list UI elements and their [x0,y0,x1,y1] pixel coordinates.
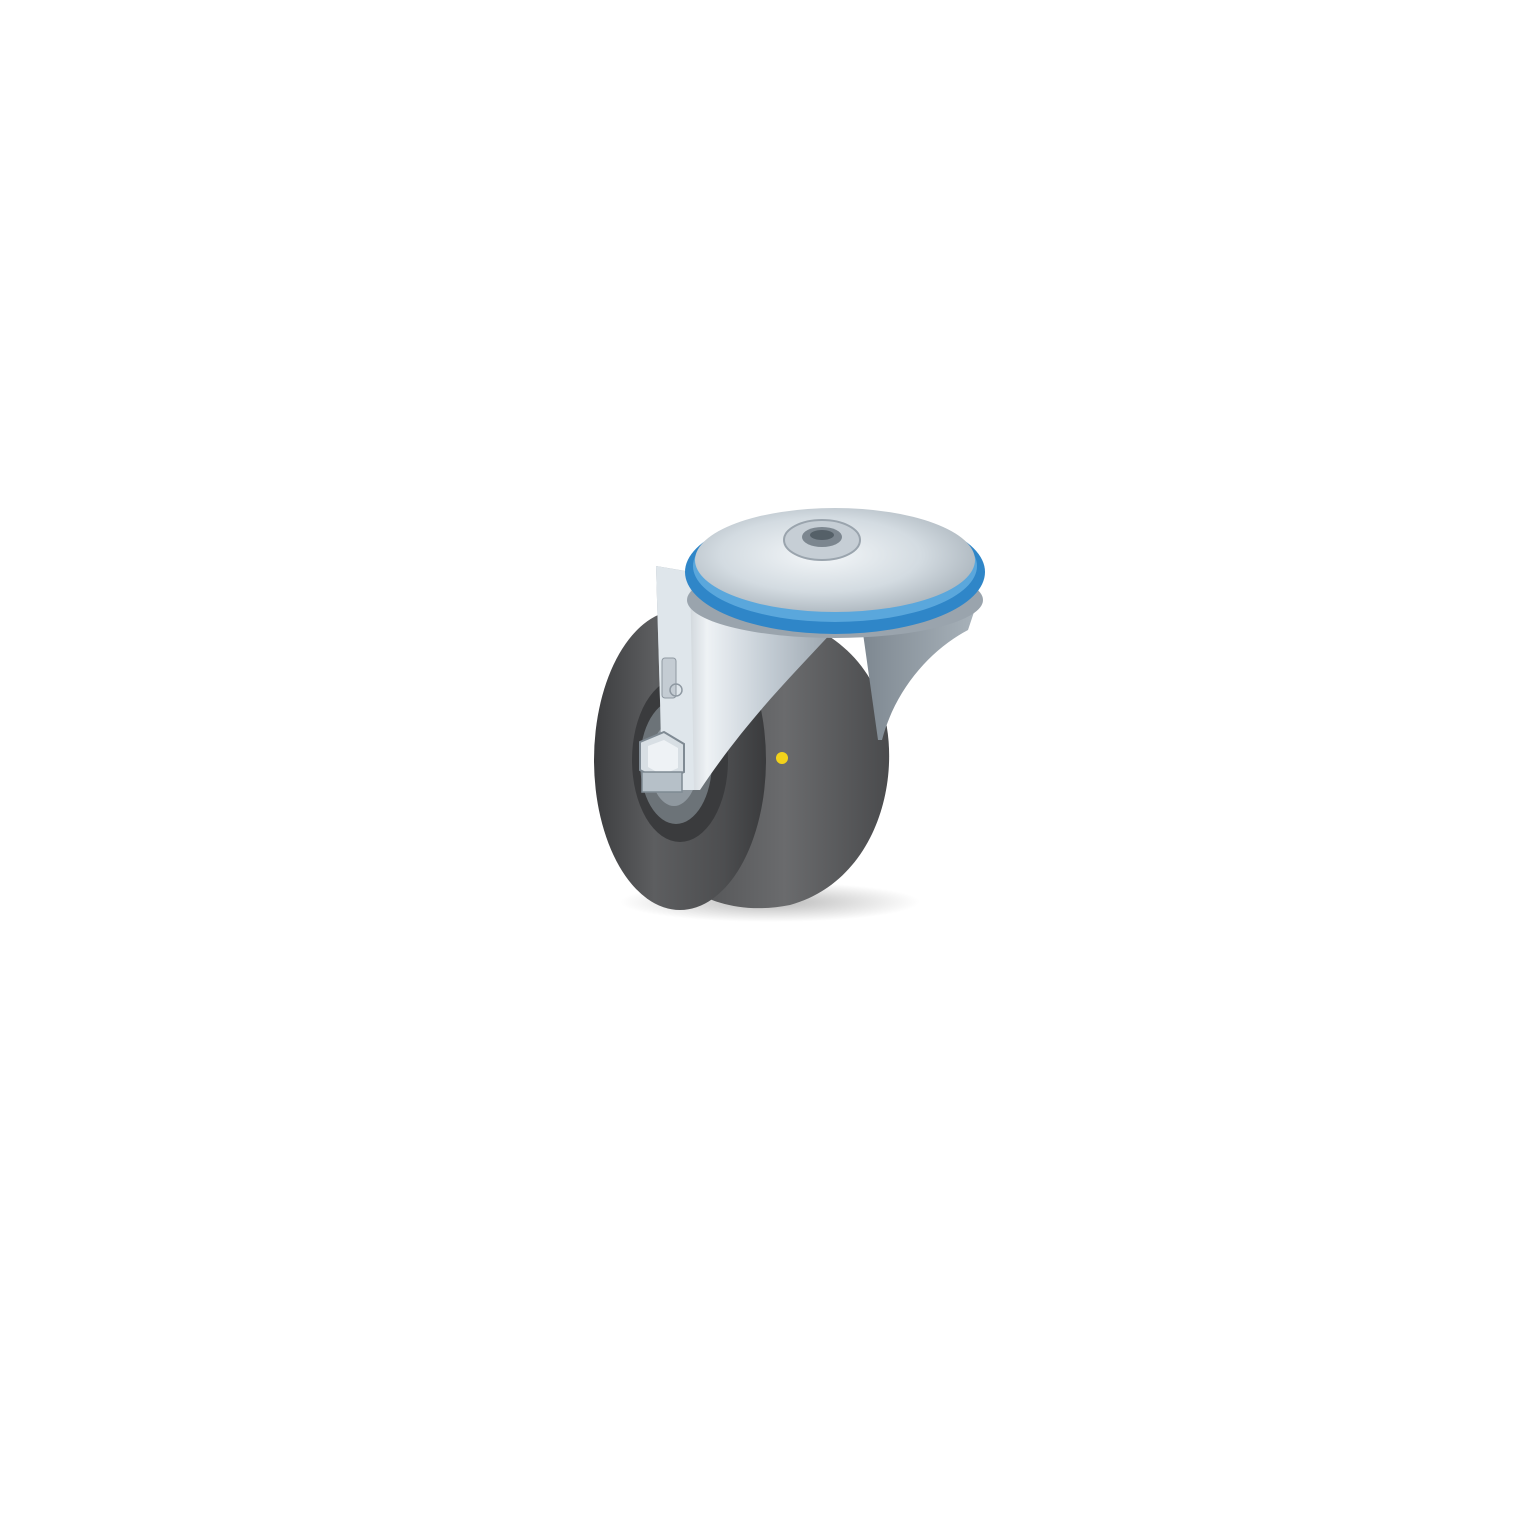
indicator-dot [776,752,788,764]
top-plate [685,508,985,638]
